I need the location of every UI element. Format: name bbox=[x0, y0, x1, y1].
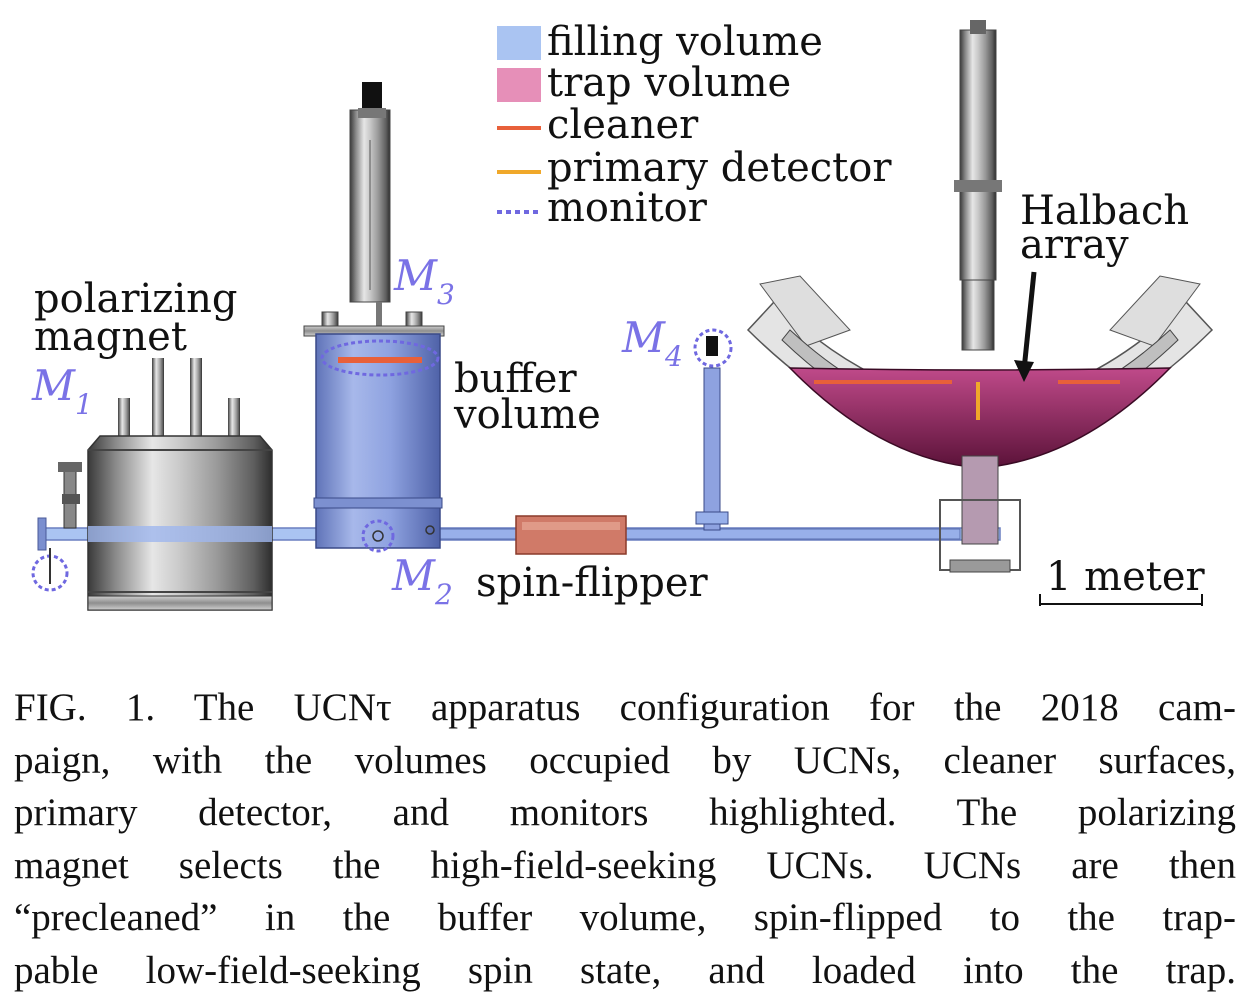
label-polarizing: polarizing bbox=[34, 276, 237, 322]
scale-bar bbox=[1039, 594, 1203, 606]
label-volume: volume bbox=[453, 392, 601, 438]
label-magnet: magnet bbox=[34, 314, 187, 360]
caption-line-3: primary detector, and monitors highlight… bbox=[14, 791, 1236, 834]
legend-cleaner-label: cleaner bbox=[547, 102, 699, 148]
spin-flipper bbox=[515, 515, 627, 555]
label-m4: M4 bbox=[621, 313, 683, 373]
monitor-m2-marker bbox=[361, 519, 395, 553]
label-m2: M2 bbox=[391, 551, 453, 611]
monitor-m1 bbox=[31, 548, 69, 592]
caption-line-6: pable low-field-seeking spin state, and … bbox=[14, 948, 1236, 992]
monitor-m4-marker bbox=[693, 328, 733, 368]
label-m1: M1 bbox=[31, 361, 93, 421]
legend: filling volume trap volume cleaner prima… bbox=[497, 19, 892, 231]
legend-filling-label: filling volume bbox=[547, 19, 823, 65]
trap-assembly bbox=[746, 20, 1214, 573]
polarizing-magnet bbox=[58, 358, 273, 611]
label-halbach: Halbach bbox=[1020, 188, 1189, 234]
label-array: array bbox=[1020, 222, 1129, 268]
monitor-m4-riser bbox=[693, 328, 733, 531]
label-buffer: buffer bbox=[454, 356, 577, 402]
legend-trap-swatch bbox=[497, 68, 541, 102]
legend-detector-label: primary detector bbox=[547, 145, 892, 191]
apparatus-figure: filling volume trap volume cleaner prima… bbox=[31, 19, 1214, 611]
label-m3: M3 bbox=[393, 251, 455, 311]
legend-filling-swatch bbox=[497, 26, 541, 60]
legend-monitor-label: monitor bbox=[547, 185, 708, 231]
figure-caption: FIG. 1. The UCNτ apparatus configuration… bbox=[14, 682, 1236, 997]
buffer-volume bbox=[303, 82, 445, 553]
legend-trap-label: trap volume bbox=[547, 60, 791, 106]
label-scale: 1 meter bbox=[1046, 554, 1206, 600]
caption-line-5: “precleaned” in the buffer volume, spin-… bbox=[14, 896, 1236, 939]
caption-line-4: magnet selects the high-field-seeking UC… bbox=[14, 843, 1236, 887]
caption-line-1: FIG. 1. The UCNτ apparatus configuration… bbox=[14, 686, 1236, 729]
caption-line-2: paign, with the volumes occupied by UCNs… bbox=[14, 738, 1236, 782]
label-spin-flipper: spin-flipper bbox=[476, 560, 709, 606]
monitor-m3-marker bbox=[320, 339, 440, 377]
